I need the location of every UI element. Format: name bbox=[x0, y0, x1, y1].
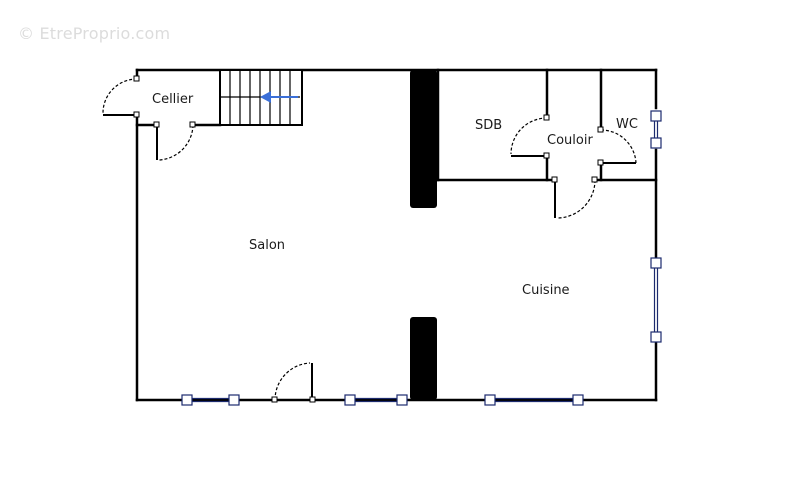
window-bottom-3 bbox=[484, 394, 584, 406]
room-label-wc: WC bbox=[616, 117, 638, 132]
doors bbox=[102, 75, 637, 403]
room-label-cuisine: Cuisine bbox=[522, 283, 570, 298]
room-label-couloir: Couloir bbox=[547, 133, 593, 148]
stair-arrow-icon bbox=[260, 91, 298, 103]
room-label-cellier: Cellier bbox=[152, 92, 194, 107]
window-bottom-2 bbox=[344, 394, 408, 406]
door-entrance bbox=[271, 362, 316, 403]
windows bbox=[181, 110, 662, 406]
chimney-lower bbox=[410, 317, 437, 400]
chimney-upper bbox=[410, 70, 437, 208]
window-bottom-1 bbox=[181, 394, 240, 406]
room-label-sdb: SDB bbox=[475, 118, 502, 133]
room-label-salon: Salon bbox=[249, 238, 285, 253]
door-wc bbox=[597, 126, 637, 166]
door-couloir bbox=[551, 176, 598, 219]
window-right-upper bbox=[650, 110, 662, 149]
watermark-logo: © EtreProprio.com bbox=[18, 24, 171, 43]
window-right-lower bbox=[650, 257, 662, 343]
door-cellier-salon bbox=[153, 121, 196, 161]
door-cellier-exterior bbox=[102, 75, 140, 118]
door-sdb bbox=[510, 114, 550, 159]
walls bbox=[135, 68, 658, 402]
